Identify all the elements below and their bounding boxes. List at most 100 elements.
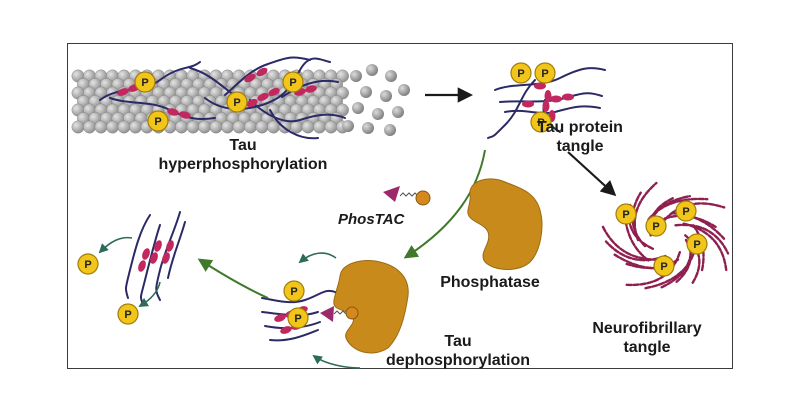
svg-text:P: P <box>141 77 148 89</box>
svg-text:P: P <box>124 309 131 321</box>
phosphate-icon: P <box>686 233 708 255</box>
label-line: dephosphorylation <box>386 352 530 369</box>
phosphate-icon: P <box>282 71 304 93</box>
svg-text:P: P <box>652 221 659 233</box>
phosphatase-bound <box>333 260 409 354</box>
label-neurofibrillary-tangle: Neurofibrillary tangle <box>582 319 712 357</box>
tubulin-subunit <box>290 120 303 134</box>
tubulin-subunit <box>198 120 211 134</box>
svg-text:P: P <box>622 209 629 221</box>
tangle-fibril <box>647 197 709 221</box>
label-line: tangle <box>556 138 604 155</box>
phosphatase-enzyme <box>467 178 543 270</box>
tubulin-dot <box>380 90 392 102</box>
tubulin-dot <box>372 108 384 120</box>
tubulin-subunit <box>313 120 326 134</box>
tubulin-subunit <box>221 120 234 134</box>
phosphate-icon: P <box>134 71 156 93</box>
tubulin-subunit <box>129 120 142 134</box>
teal-arrow-free-down <box>138 281 161 307</box>
tubulin-dot <box>366 64 378 76</box>
svg-text:P: P <box>682 206 689 218</box>
tangle-fibril <box>674 223 730 255</box>
free-tau-strands <box>124 211 186 306</box>
phosphate-groups: P P P P P P P P P P P P P P P P <box>77 62 708 329</box>
tangle-fibril <box>682 222 728 272</box>
teal-arrow-down <box>312 354 361 369</box>
tubulin-subunit <box>209 120 223 134</box>
tubulin-subunit <box>255 120 269 134</box>
tubulin-dot <box>398 84 410 96</box>
label-line: Tau protein <box>537 119 623 136</box>
svg-text:P: P <box>541 68 548 80</box>
tubulin-subunit <box>117 120 131 134</box>
svg-text:P: P <box>537 117 544 129</box>
tubulin-subunit <box>244 120 257 134</box>
phosphate-icon: P <box>675 200 697 222</box>
arrow-to-free-tau <box>197 258 269 299</box>
phosphate-icon: P <box>510 62 532 84</box>
tangle-fibril <box>633 181 658 242</box>
tangle-fibril <box>642 253 695 290</box>
tubulin-dot <box>385 70 397 82</box>
tubulin-subunit <box>175 120 188 134</box>
tubulin-subunit <box>186 120 200 134</box>
tubulin-dot <box>362 122 374 134</box>
label-line: Tau <box>444 333 472 350</box>
phosphate-icon: P <box>147 110 169 132</box>
tubulin-dot <box>360 86 372 98</box>
phosphate-icon: P <box>283 280 305 302</box>
tubulin-dot <box>352 102 364 114</box>
svg-text:P: P <box>693 239 700 251</box>
svg-text:P: P <box>289 77 296 89</box>
label-line: Neurofibrillary <box>592 320 702 337</box>
tangle-fibril <box>601 224 660 261</box>
tau-protein-tangle <box>487 67 606 139</box>
phosphate-icon: P <box>117 303 139 325</box>
phosphate-icon: P <box>645 215 667 237</box>
tangle-fibril <box>623 251 681 287</box>
phosphate-icon: P <box>226 91 248 113</box>
phosphate-icon: P <box>530 111 552 133</box>
teal-arrow-free-up <box>98 236 133 254</box>
tubulin-subunit <box>71 120 85 134</box>
tubulin-subunit <box>106 120 119 134</box>
phosphate-icon: P <box>615 203 637 225</box>
free-tubulin-dots <box>342 64 410 136</box>
phosphate-icon: P <box>77 253 99 275</box>
label-phosphatase: Phosphatase <box>440 274 540 291</box>
svg-text:P: P <box>84 259 91 271</box>
phosphate-icon: P <box>534 62 556 84</box>
tubulin-subunit <box>324 120 338 134</box>
svg-text:P: P <box>660 261 667 273</box>
tubulin-subunit <box>232 120 246 134</box>
phosphate-icon: P <box>287 307 309 329</box>
label-line: tangle <box>623 339 671 356</box>
tubulin-subunit <box>83 120 96 134</box>
svg-text:P: P <box>290 286 297 298</box>
tubulin-dot <box>350 70 362 82</box>
svg-text:P: P <box>294 313 301 325</box>
tubulin-dot <box>342 120 354 132</box>
label-line: Tau <box>229 137 257 154</box>
tubulin-dot <box>384 124 396 136</box>
tubulin-subunit <box>94 120 108 134</box>
label-line: hyperphosphorylation <box>158 156 328 173</box>
label-tau-protein-tangle: Tau protein tangle <box>520 118 640 156</box>
svg-text:P: P <box>154 116 161 128</box>
phostac-bound <box>320 306 359 322</box>
label-tau-dephosphorylation: Tau dephosphorylation <box>378 332 538 370</box>
tubulin-dot <box>392 106 404 118</box>
arrow-to-neurofibrillary <box>567 151 617 197</box>
label-phostac: PhosTAC <box>338 211 405 228</box>
tubulin-subunit <box>301 120 315 134</box>
phosphate-icon: P <box>653 255 675 277</box>
phostac-molecule <box>383 186 431 206</box>
teal-arrow-up <box>298 252 337 264</box>
svg-text:P: P <box>517 68 524 80</box>
arrow-to-dephosphorylation <box>403 149 486 259</box>
svg-text:P: P <box>233 97 240 109</box>
label-tau-hyperphosphorylation: Tau hyperphosphorylation <box>148 136 338 174</box>
